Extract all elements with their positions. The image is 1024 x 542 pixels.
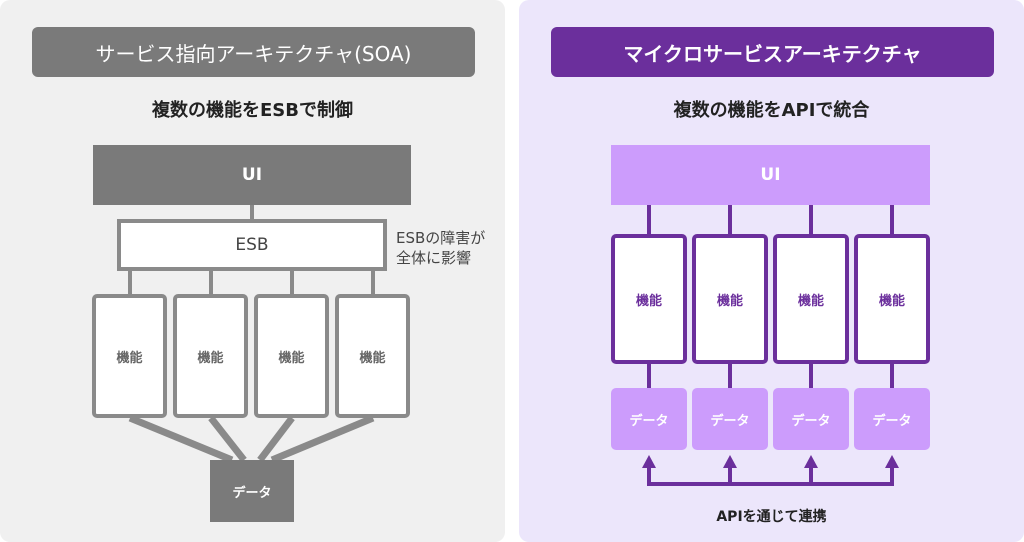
- micro-data-4: データ: [854, 388, 930, 450]
- micro-function-3: 機能: [773, 234, 849, 364]
- esb-note-line2: 全体に影響: [396, 249, 472, 267]
- soa-function-1: 機能: [92, 294, 167, 418]
- soa-connectors: [128, 205, 375, 464]
- microservices-panel: マイクロサービスアーキテクチャ 複数の機能をAPIで統合 UI 機能 機能 機能…: [519, 0, 1024, 542]
- soa-subtitle: 複数の機能をESBで制御: [152, 100, 353, 121]
- soa-function-2: 機能: [173, 294, 248, 418]
- esb-box: ESB: [117, 219, 387, 271]
- soa-ui-box: UI: [93, 145, 411, 205]
- micro-function-4: 機能: [854, 234, 930, 364]
- micro-connectors: [642, 205, 899, 486]
- micro-data-2: データ: [692, 388, 768, 450]
- soa-data-box: データ: [210, 460, 294, 522]
- esb-note: ESBの障害が 全体に影響: [396, 228, 485, 268]
- micro-title: マイクロサービスアーキテクチャ: [551, 27, 994, 77]
- micro-data-1: データ: [611, 388, 687, 450]
- api-note: APIを通じて連携: [716, 509, 827, 525]
- soa-panel: サービス指向アーキテクチャ(SOA) 複数の機能をESBで制御 UI ESB E…: [0, 0, 505, 542]
- micro-function-1: 機能: [611, 234, 687, 364]
- soa-function-3: 機能: [254, 294, 329, 418]
- micro-function-2: 機能: [692, 234, 768, 364]
- soa-function-4: 機能: [335, 294, 410, 418]
- esb-note-line1: ESBの障害が: [396, 229, 486, 247]
- micro-subtitle: 複数の機能をAPIで統合: [673, 100, 870, 121]
- soa-title: サービス指向アーキテクチャ(SOA): [32, 27, 475, 77]
- micro-data-3: データ: [773, 388, 849, 450]
- micro-ui-box: UI: [611, 145, 930, 205]
